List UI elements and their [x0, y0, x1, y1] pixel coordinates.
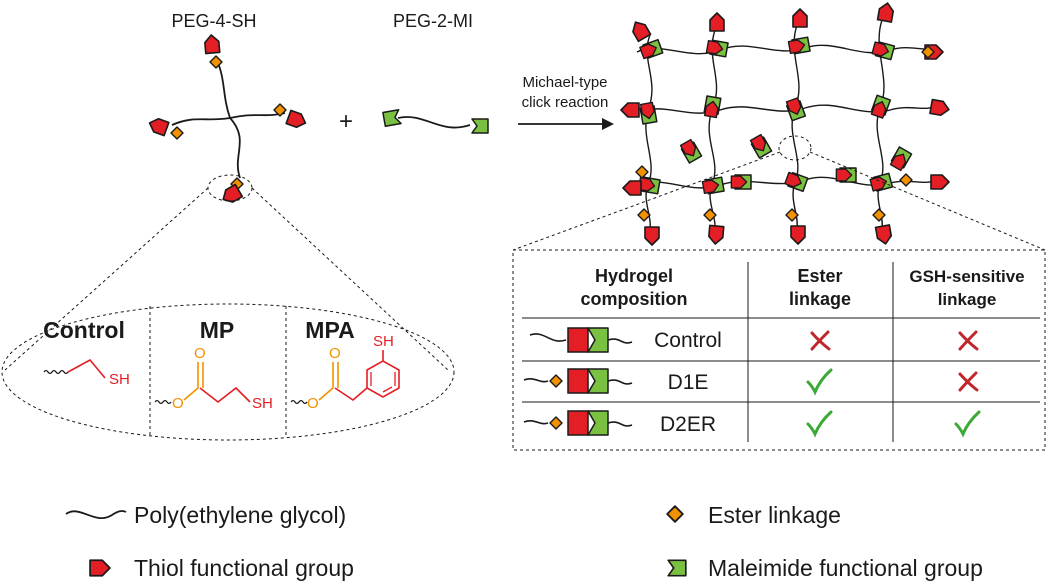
composition-table: Hydrogel composition Ester linkage GSH-s… [512, 249, 1046, 451]
legend-ester-label: Ester linkage [708, 502, 841, 528]
legend-maleimide-label: Maleimide functional group [708, 555, 983, 581]
hydrogel-network [620, 1, 951, 246]
reaction-label-1: Michael-type [522, 74, 607, 91]
legend: Poly(ethylene glycol) Thiol functional g… [65, 502, 983, 581]
peg-line-icon [65, 510, 127, 520]
mp-ester-o: O [172, 395, 184, 412]
checkmark-icon [954, 410, 981, 436]
peg2-molecule [382, 108, 489, 134]
mpa-carbonyl-o: O [329, 345, 341, 362]
row-name: D1E [668, 371, 709, 394]
peg2-label: PEG-2-MI [393, 11, 473, 31]
reaction-label-2: click reaction [522, 94, 609, 111]
legend-thiol-label: Thiol functional group [134, 555, 354, 581]
row-name: Control [654, 329, 722, 352]
maleimide-icon [667, 559, 687, 577]
chem-control-label: Control [43, 317, 125, 343]
header-gsh-1: GSH-sensitive [909, 267, 1024, 286]
cross-icon [958, 371, 979, 392]
reaction-arrow [518, 118, 614, 130]
orange-diamond-icon [549, 416, 563, 430]
mpa-sh: SH [373, 333, 394, 350]
mp-sh: SH [252, 395, 273, 412]
ester-diamond-icon [666, 505, 684, 523]
peg4-star [146, 33, 309, 207]
header-composition-1: Hydrogel [595, 266, 673, 286]
row-name: D2ER [660, 413, 716, 436]
peg4-label: PEG-4-SH [171, 11, 256, 31]
chem-structures-panel: Control SH MP O O SH MPA O O SH [1, 303, 455, 441]
header-gsh-2: linkage [938, 290, 997, 309]
legend-peg-label: Poly(ethylene glycol) [134, 502, 346, 528]
checkmark-icon [806, 410, 833, 436]
mp-wavy-bond [154, 399, 172, 405]
table-row: Control [529, 327, 979, 353]
header-ester-1: Ester [797, 266, 842, 286]
mpa-wavy-bond [290, 399, 308, 405]
orange-diamond-icon [549, 374, 563, 388]
chem-mpa-label: MPA [305, 317, 354, 343]
control-sh: SH [109, 371, 130, 388]
plus-sign: + [339, 108, 353, 135]
chem-mp-label: MP [200, 317, 235, 343]
header-composition-2: composition [581, 289, 688, 309]
control-wavy-bond [43, 369, 69, 375]
header-ester-2: linkage [789, 289, 851, 309]
thiol-icon [89, 559, 111, 577]
checkmark-icon [806, 368, 833, 394]
cross-icon [810, 330, 831, 351]
mp-carbonyl-o: O [194, 345, 206, 362]
table-row: D2ER [523, 410, 981, 436]
zoom-ellipse-network [778, 135, 812, 161]
cross-icon [958, 330, 979, 351]
mpa-ester-o: O [307, 395, 319, 412]
table-row: D1E [523, 368, 979, 394]
